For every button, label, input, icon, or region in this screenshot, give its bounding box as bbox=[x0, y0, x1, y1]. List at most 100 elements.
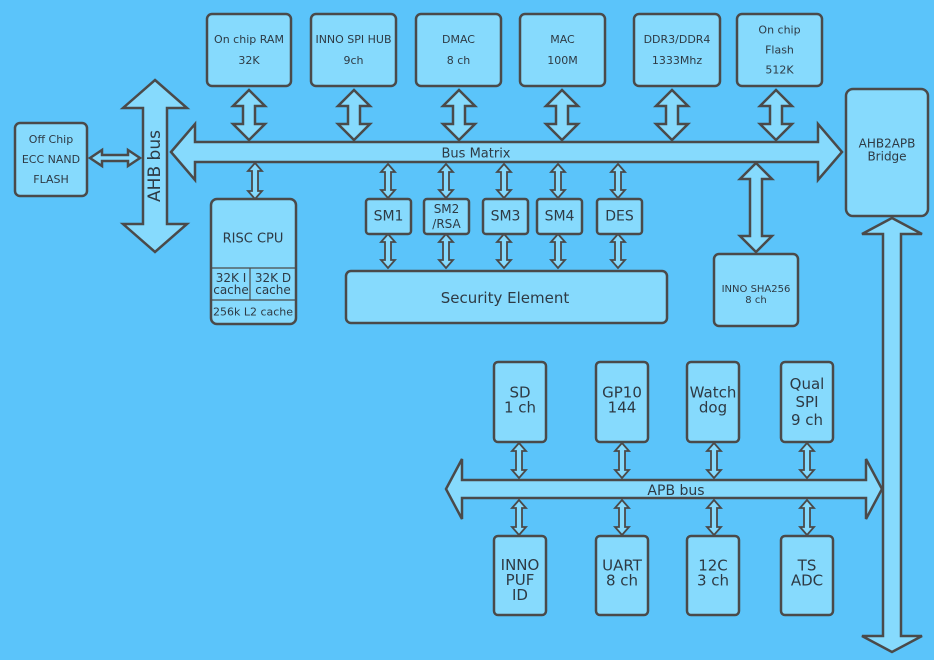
apb-top-link-arrow bbox=[705, 441, 723, 480]
block-off-chip-label: Off Chip bbox=[29, 133, 73, 146]
block-flash-label: Flash bbox=[765, 44, 794, 57]
block-tsadc-label: ADC bbox=[791, 572, 823, 590]
block-i2c-label: 3 ch bbox=[697, 572, 729, 590]
risc-cpu-box bbox=[209, 197, 298, 326]
top-link-arrow bbox=[756, 88, 796, 142]
block-off-chip-box bbox=[13, 121, 89, 198]
block-flash-box bbox=[735, 12, 824, 88]
block-gpio-label: 144 bbox=[608, 399, 637, 417]
block-spi-hub-label: 9ch bbox=[343, 54, 363, 67]
block-gpio-label: GP10 bbox=[602, 384, 642, 402]
apb-bottom-link-arrow bbox=[613, 498, 631, 537]
connector-layer bbox=[87, 78, 923, 654]
top-link-arrow bbox=[652, 88, 692, 142]
l2-cache-label: 256k L2 cache bbox=[213, 306, 293, 319]
risc-cpu-title: RISC CPU bbox=[223, 232, 284, 247]
bus-matrix-arrow bbox=[169, 120, 844, 184]
apb-bus-arrow bbox=[444, 458, 884, 520]
crypto-bus-link-arrow bbox=[437, 162, 455, 200]
block-sha256-label: INNO SHA256 bbox=[722, 284, 791, 295]
block-sm4-label: SM4 bbox=[545, 209, 575, 225]
apb-bus-label: APB bus bbox=[647, 483, 704, 499]
block-sm1: SM1 bbox=[364, 197, 413, 236]
crypto-bus-link-arrow bbox=[609, 162, 627, 200]
ahb-bus-arrow bbox=[119, 78, 191, 254]
block-dmac-label: DMAC bbox=[442, 33, 475, 46]
block-qspi-box bbox=[779, 360, 835, 444]
block-qspi-label: 9 ch bbox=[791, 411, 823, 429]
block-watchdog-label: dog bbox=[699, 399, 727, 417]
block-ahb2apb-bridge-box bbox=[844, 87, 930, 218]
block-qspi-label: SPI bbox=[796, 393, 819, 411]
block-ddr-label: 1333Mhz bbox=[652, 54, 702, 67]
block-dmac: DMAC 8 ch bbox=[414, 12, 503, 88]
block-sd-box bbox=[492, 360, 548, 444]
crypto-se-link-arrow bbox=[379, 232, 397, 270]
block-sm2-box bbox=[422, 197, 471, 236]
apb-bottom-link-arrow bbox=[798, 498, 816, 537]
crypto-se-link-arrow bbox=[495, 232, 513, 270]
block-uart-label: 8 ch bbox=[606, 572, 638, 590]
block-off-chip-label: FLASH bbox=[33, 173, 69, 186]
block-sd-label: SD bbox=[509, 384, 530, 402]
ahb-bus-label: AHB bus bbox=[145, 130, 165, 202]
top-link-arrow bbox=[229, 88, 269, 142]
block-watchdog-label: Watch bbox=[690, 384, 737, 402]
block-sm2: SM2/RSA bbox=[422, 197, 471, 236]
block-ahb2apb-bridge-label: Bridge bbox=[867, 150, 906, 164]
block-dmac-label: 8 ch bbox=[447, 54, 471, 67]
top-link-arrow bbox=[439, 88, 479, 142]
block-ram-box bbox=[205, 12, 293, 88]
dcache-label: 32K D bbox=[255, 271, 291, 285]
block-spi-hub-box bbox=[309, 12, 398, 88]
block-uart-box bbox=[594, 534, 650, 617]
block-ddr-label: DDR3/DDR4 bbox=[644, 33, 711, 46]
block-watchdog-box bbox=[685, 360, 741, 444]
block-des-label: DES bbox=[605, 209, 634, 225]
icache-label: cache bbox=[213, 283, 249, 297]
block-puf-label: ID bbox=[512, 586, 528, 604]
block-i2c-box bbox=[685, 534, 741, 617]
crypto-bus-link-arrow bbox=[495, 162, 513, 200]
block-sm3: SM3 bbox=[481, 197, 530, 236]
block-ddr-box bbox=[632, 12, 722, 88]
crypto-se-link-arrow bbox=[437, 232, 455, 270]
crypto-se-link-arrow bbox=[549, 232, 567, 270]
dcache-label: cache bbox=[255, 283, 291, 297]
block-sm4-box bbox=[535, 197, 584, 236]
block-uart-label: UART bbox=[602, 557, 643, 575]
top-link-arrow bbox=[542, 88, 582, 142]
apb-top-link-arrow bbox=[613, 441, 631, 480]
block-ddr: DDR3/DDR4 1333Mhz bbox=[632, 12, 722, 88]
apb-top-link-arrow bbox=[798, 441, 816, 480]
block-des-box bbox=[595, 197, 644, 236]
block-sm1-box bbox=[364, 197, 413, 236]
block-dmac-box bbox=[414, 12, 503, 88]
crypto-bus-link-arrow bbox=[379, 162, 397, 200]
crypto-se-link-arrow bbox=[609, 232, 627, 270]
block-ram-label: On chip RAM bbox=[214, 33, 284, 46]
cpu-link-arrow bbox=[246, 161, 264, 201]
icache-label: 32K I bbox=[216, 271, 247, 285]
security-element-label: Security Element bbox=[441, 289, 570, 307]
apb-top-link-arrow bbox=[510, 441, 528, 480]
apb-bottom-link-arrow bbox=[705, 498, 723, 537]
block-puf-box bbox=[492, 534, 548, 617]
block-flash-label: On chip bbox=[758, 24, 800, 37]
security-element-box bbox=[344, 269, 669, 325]
block-qspi-label: Qual bbox=[790, 375, 825, 393]
block-off-chip-label: ECC NAND bbox=[22, 153, 80, 166]
block-sm1-label: SM1 bbox=[374, 209, 404, 225]
block-sm2-label: /RSA bbox=[432, 217, 461, 231]
